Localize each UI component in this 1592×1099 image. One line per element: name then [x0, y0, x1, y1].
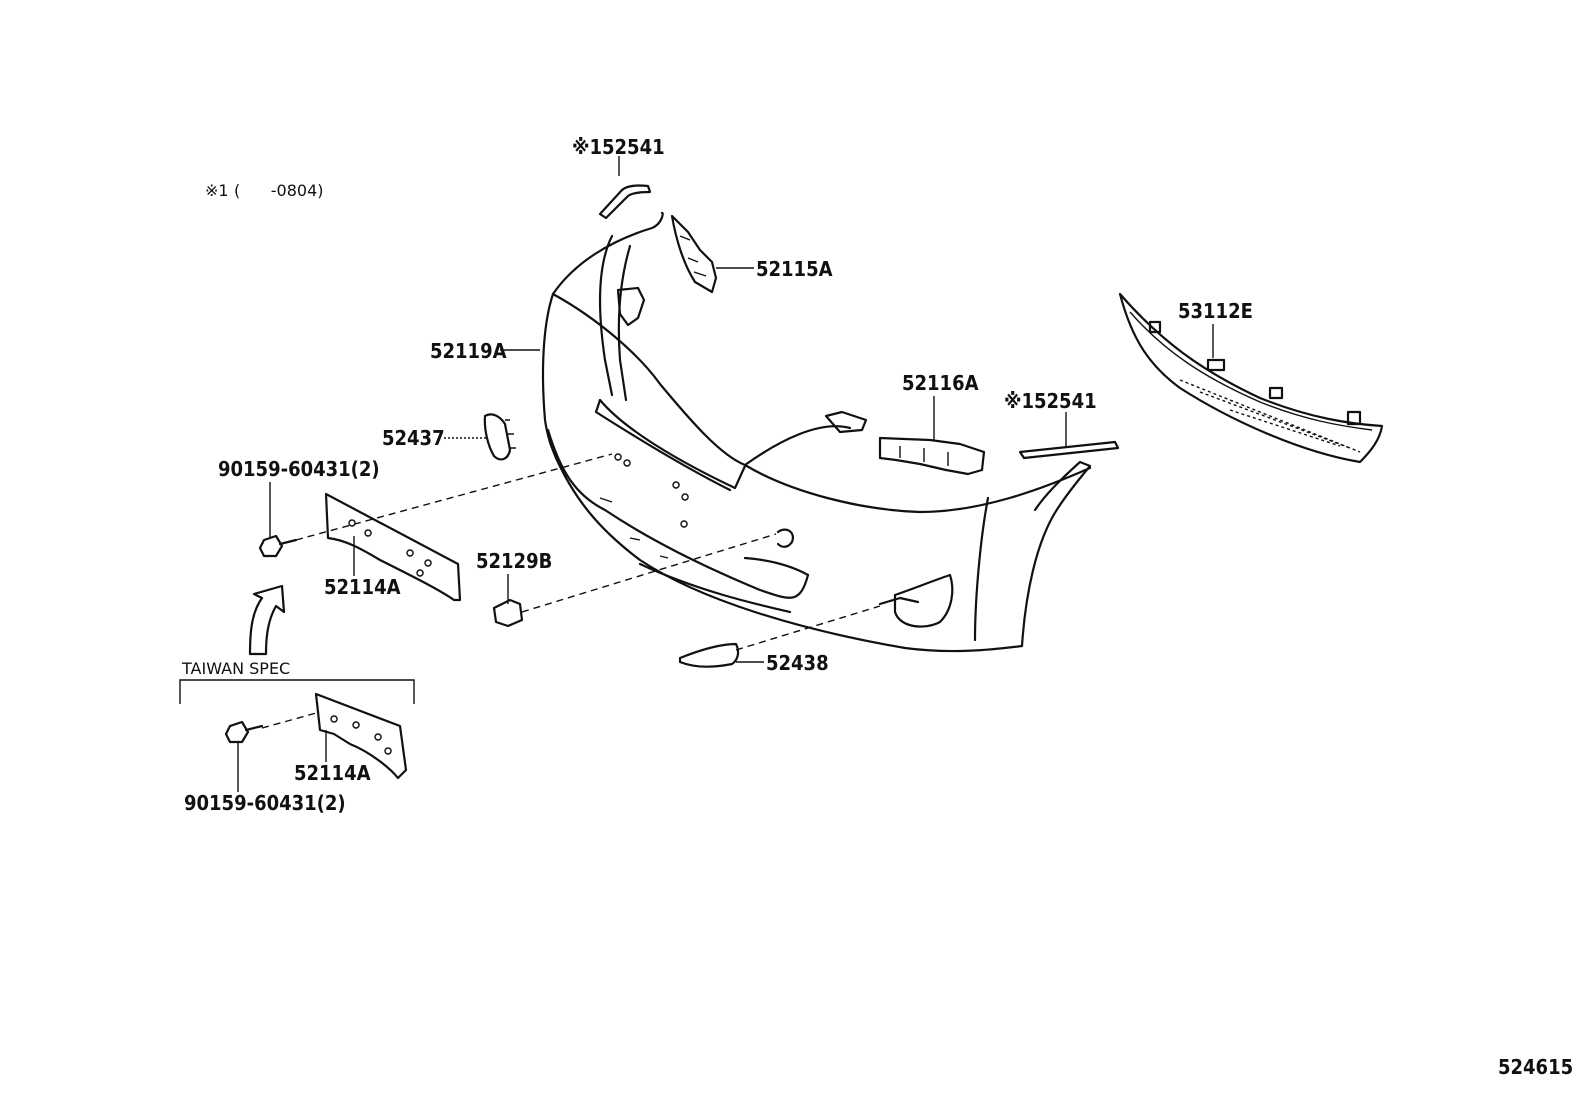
cap-52438-part: [678, 642, 740, 668]
connector-line: [261, 711, 321, 729]
screw-top-part: [258, 534, 298, 558]
label-90159-top: 90159-60431(2): [218, 457, 380, 481]
bumper-cover-part: [541, 211, 1092, 653]
label-52116A: 52116A: [902, 371, 979, 395]
label-52437: 52437: [382, 426, 445, 450]
label-52129B: 52129B: [476, 549, 552, 573]
label-53112E: 53112E: [1178, 299, 1253, 323]
center-bracket-part: [878, 436, 986, 476]
label-52114A-bottom: 52114A: [294, 761, 371, 785]
label-52114A-top: 52114A: [324, 575, 401, 599]
connector-line: [735, 605, 881, 651]
connector-line: [521, 533, 777, 613]
label-52541-mid: ※152541: [1004, 389, 1097, 413]
label-52438: 52438: [766, 651, 829, 675]
taiwan-spec-bracket: [179, 679, 415, 780]
label-52541-top: ※152541: [572, 135, 665, 159]
label-52119A: 52119A: [430, 339, 507, 363]
connector-line: [295, 453, 613, 541]
moulding-mid-part: [1018, 440, 1120, 460]
side-bracket-part: [670, 214, 718, 294]
label-52115A: 52115A: [756, 257, 833, 281]
arrow-icon: [248, 584, 286, 656]
license-bracket-top-part: [324, 492, 462, 602]
diagram-number: 524615: [1498, 1055, 1573, 1079]
plug-52129B-part: [492, 598, 524, 628]
cap-52437-part: [483, 413, 516, 461]
note-symbol: ※1: [205, 181, 229, 200]
label-taiwan-spec: TAIWAN SPEC: [181, 659, 290, 678]
note-text: ( -0804): [234, 181, 324, 200]
moulding-top-part: [598, 184, 652, 220]
label-90159-bottom: 90159-60431(2): [184, 791, 346, 815]
lower-grille-part: [1118, 292, 1384, 464]
